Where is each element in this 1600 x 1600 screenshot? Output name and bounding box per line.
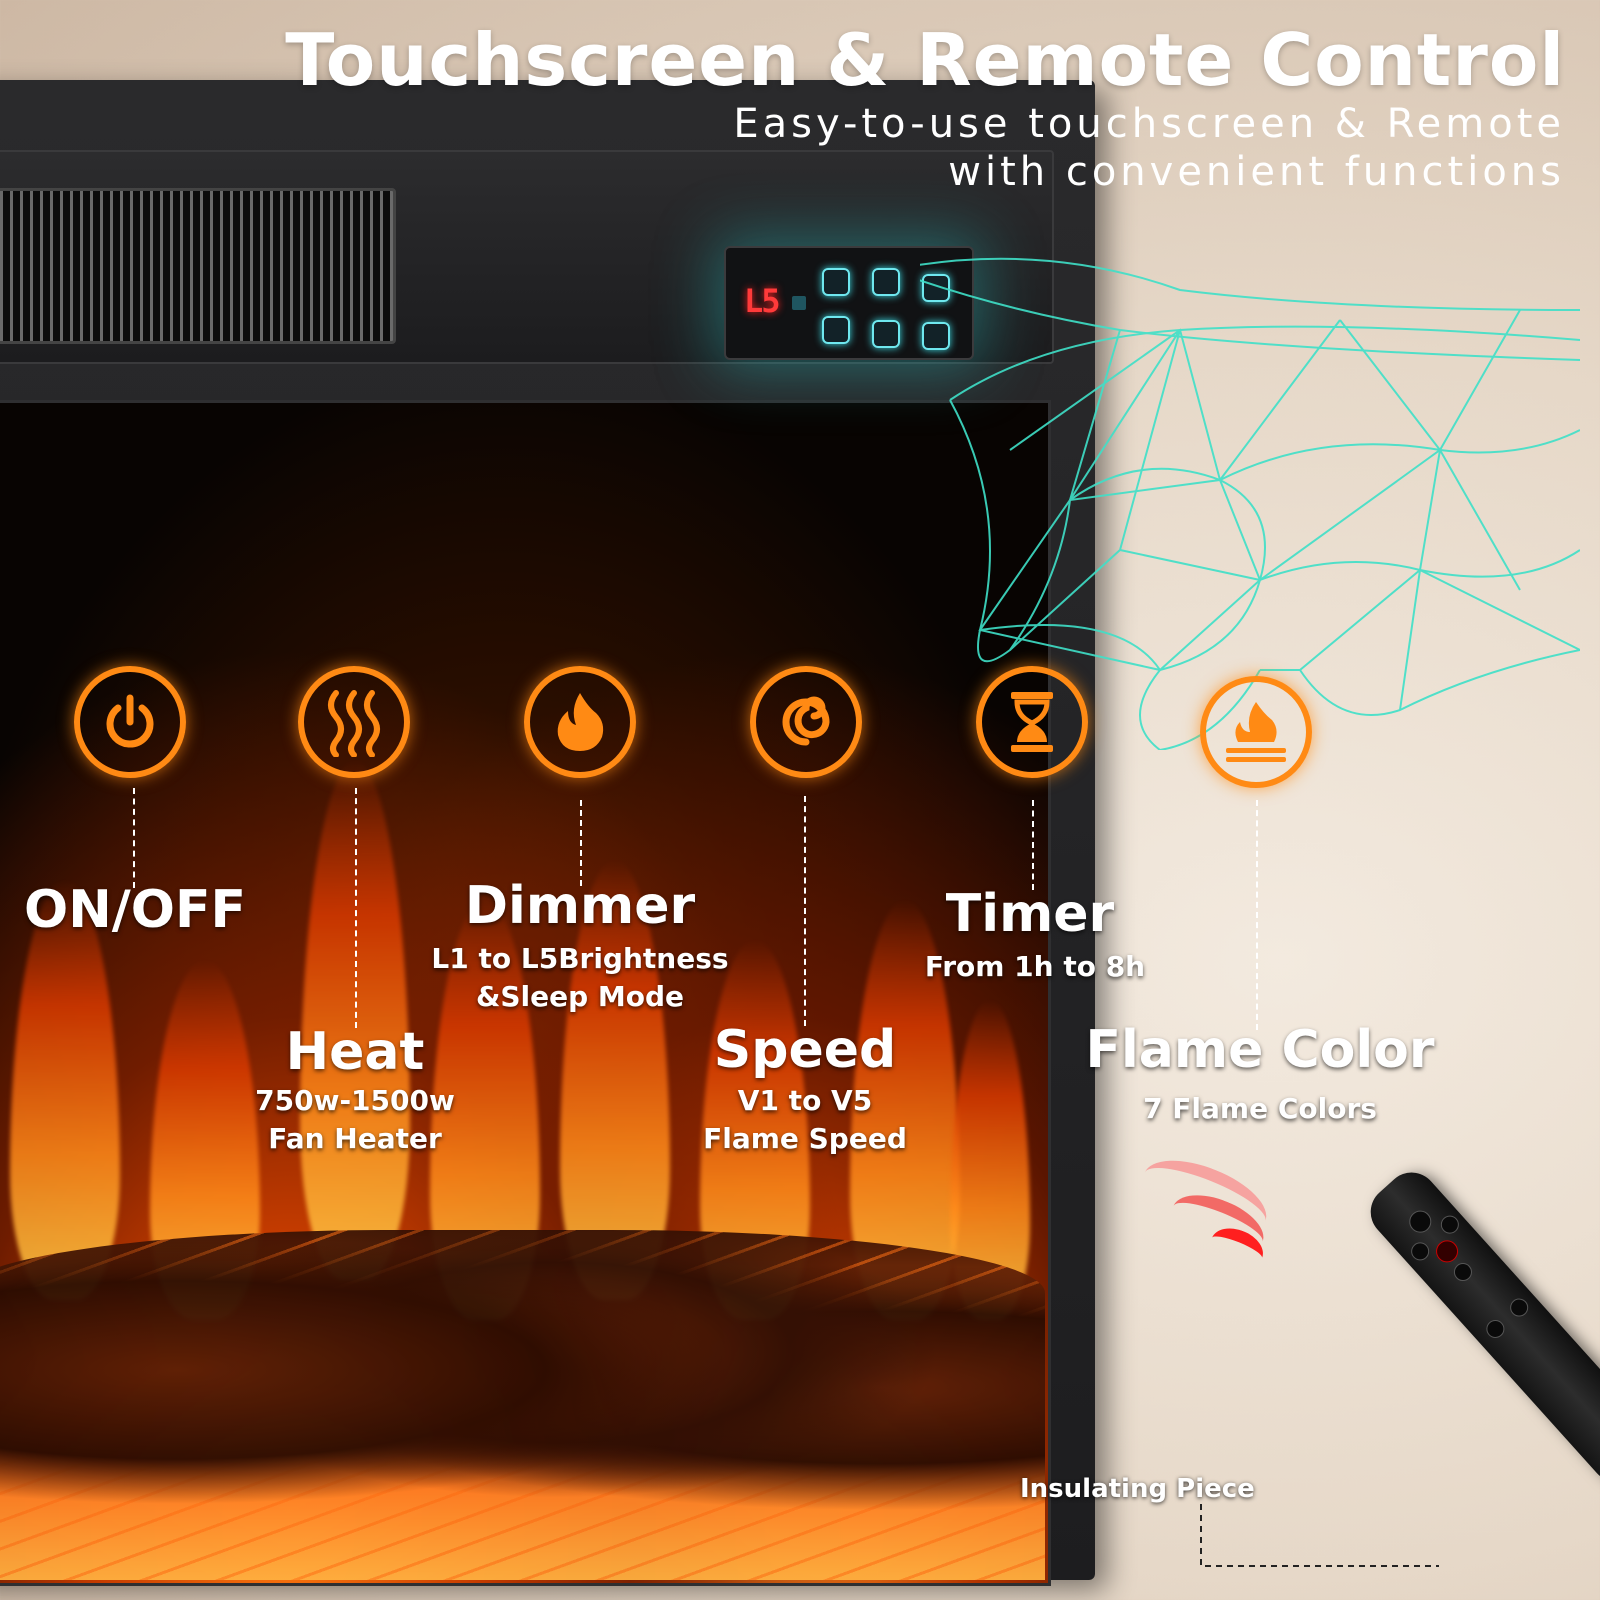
callout-line: [1256, 800, 1258, 1030]
feature-desc-timer: From 1h to 8h: [924, 950, 1146, 983]
wireframe-hand-illustration: [920, 257, 1580, 750]
feature-label-heat: Heat: [285, 1022, 425, 1082]
panel-timer-button[interactable]: [872, 320, 900, 348]
feature-desc-speed: V1 to V5 Flame Speed: [703, 1084, 907, 1155]
page-subtitle: Easy-to-use touchscreen & Remote with co…: [733, 101, 1565, 195]
remote-flame-button[interactable]: [1450, 1259, 1476, 1285]
burning-logs: [0, 1230, 1045, 1580]
feature-label-timer: Timer: [945, 884, 1115, 944]
callout-line: [804, 796, 806, 1026]
panel-heat-button[interactable]: [872, 268, 900, 296]
callout-line: [1032, 800, 1034, 890]
heat-icon: [298, 666, 410, 778]
page-title: Touchscreen & Remote Control: [285, 18, 1565, 102]
flame-icon: [524, 666, 636, 778]
panel-speed-button[interactable]: [822, 316, 850, 344]
feature-desc-flame-color: 7 Flame Colors: [1143, 1092, 1377, 1125]
feature-label-flame-color: Flame Color: [1085, 1020, 1435, 1080]
flame-color-icon: [1200, 676, 1312, 788]
callout-line: [355, 788, 357, 1028]
callout-line: [133, 788, 135, 888]
feature-label-speed: Speed: [713, 1020, 897, 1080]
insulating-piece-label: Insulating Piece: [1020, 1474, 1255, 1504]
speed-icon: [750, 666, 862, 778]
power-icon: [74, 666, 186, 778]
callout-line: [580, 800, 582, 886]
remote-dimmer-button[interactable]: [1506, 1294, 1532, 1321]
feature-label-dimmer: Dimmer: [464, 876, 696, 936]
timer-icon: [976, 666, 1088, 778]
remote-speed-button[interactable]: [1437, 1211, 1463, 1238]
remote-center-button[interactable]: [1431, 1235, 1463, 1267]
panel-power-button[interactable]: [822, 268, 850, 296]
remote-heat-button[interactable]: [1407, 1238, 1433, 1265]
callout-line: [1200, 1504, 1439, 1567]
panel-flame-color-button[interactable]: [922, 322, 950, 350]
feature-desc-dimmer: L1 to L5Brightness &Sleep Mode: [431, 942, 729, 1013]
led-display: L5: [744, 282, 781, 320]
remote-control[interactable]: [1360, 1161, 1600, 1493]
remote-timer-button[interactable]: [1482, 1316, 1509, 1342]
feature-desc-heat: 750w-1500w Fan Heater: [255, 1084, 455, 1155]
heater-vent: [0, 188, 396, 344]
remote-power-button[interactable]: [1404, 1206, 1436, 1238]
feature-label-on-off: ON/OFF: [24, 880, 246, 940]
led-indicator: [792, 296, 806, 310]
